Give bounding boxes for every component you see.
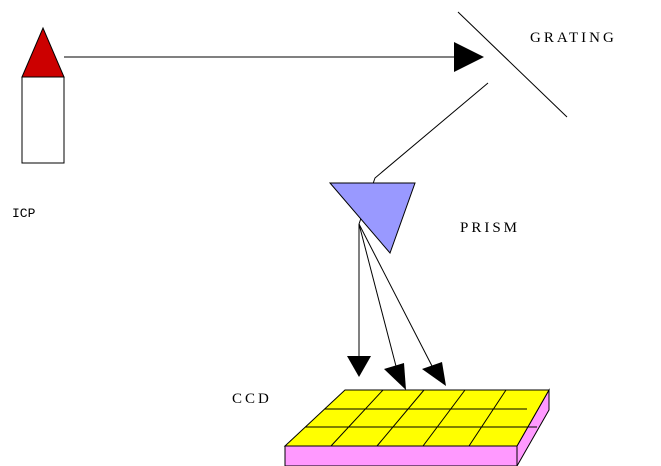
- dispersed-beams: [347, 223, 446, 390]
- label-prism: PRISM: [460, 220, 520, 236]
- beam-arrowhead-2: [384, 363, 406, 390]
- beam-arrowhead-1: [347, 356, 371, 377]
- icp-torch: [21, 26, 65, 164]
- ccd-detector: [283, 388, 550, 466]
- label-grating: GRATING: [530, 30, 617, 46]
- label-ccd: CCD: [232, 391, 272, 407]
- ccd-grid-lines: [305, 389, 537, 447]
- beam-arrowhead: [454, 42, 484, 72]
- grating: [457, 11, 568, 118]
- torch-body: [21, 76, 65, 164]
- prism-shape: [328, 182, 416, 254]
- beam-arrowhead-3: [422, 362, 446, 386]
- label-icp: ICP: [12, 206, 36, 221]
- ccd-side-face: [284, 445, 518, 466]
- torch-flame-tip: [21, 26, 65, 78]
